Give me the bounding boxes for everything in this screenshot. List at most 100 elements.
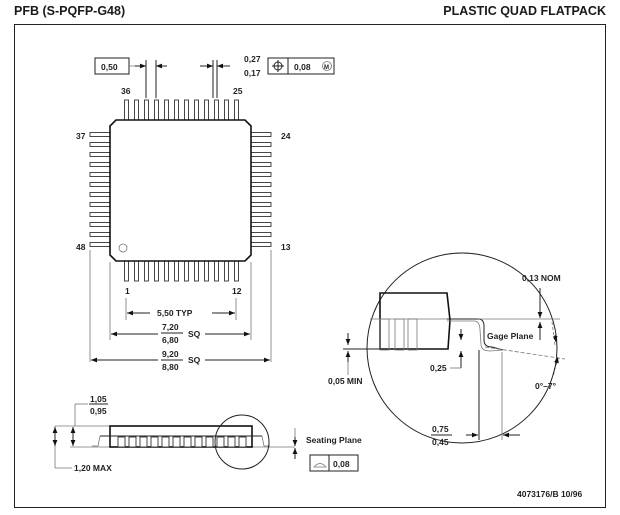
lead-bottom xyxy=(154,260,159,282)
position-tolerance-frame xyxy=(267,57,335,75)
side-lead xyxy=(150,436,159,448)
lead-right xyxy=(250,212,272,217)
lead-width-min: 0,17 xyxy=(244,68,261,78)
overall-dim-suffix: SQ xyxy=(188,355,201,365)
profile-surface-icon xyxy=(313,463,327,468)
lead-top xyxy=(124,99,129,121)
side-lead xyxy=(172,436,181,448)
lead-top xyxy=(194,99,199,121)
lead-right xyxy=(250,132,272,137)
coplanarity-frame xyxy=(309,454,359,472)
pin1-indicator xyxy=(118,243,128,253)
side-lead xyxy=(205,436,214,448)
lead-right xyxy=(250,242,272,247)
pin-label-13: 13 xyxy=(281,242,291,252)
lead-group xyxy=(89,99,272,282)
detail-circle-large xyxy=(366,252,558,444)
overall-dim-max: 9,20 xyxy=(162,349,179,359)
lead-left xyxy=(89,152,111,157)
side-lead xyxy=(161,436,170,448)
lead-left xyxy=(89,192,111,197)
lead-bottom xyxy=(144,260,149,282)
body-height-min: 0,95 xyxy=(90,406,107,416)
side-lead xyxy=(238,436,247,448)
lead-top xyxy=(174,99,179,121)
gage-height-label: 0,25 xyxy=(430,363,447,373)
lead-left xyxy=(89,172,111,177)
lead-left xyxy=(89,212,111,217)
lead-top xyxy=(164,99,169,121)
side-lead xyxy=(117,436,126,448)
lead-bottom xyxy=(164,260,169,282)
lead-top xyxy=(134,99,139,121)
lead-left xyxy=(89,132,111,137)
lead-right xyxy=(250,222,272,227)
package-code-title: PFB (S-PQFP-G48) xyxy=(14,4,126,18)
gage-plane-line xyxy=(484,346,566,360)
side-lead-group xyxy=(117,436,247,448)
lead-right xyxy=(250,232,272,237)
pin-label-24: 24 xyxy=(281,131,291,141)
seating-plane-label: Seating Plane xyxy=(306,435,362,445)
lead-bottom xyxy=(124,260,129,282)
detail-circle-small xyxy=(214,414,270,470)
angle-label: 0°–7° xyxy=(535,381,557,391)
body-dim-suffix: SQ xyxy=(188,329,201,339)
lead-right xyxy=(250,182,272,187)
pin-label-25: 25 xyxy=(233,86,243,96)
lead-right xyxy=(250,192,272,197)
side-lead xyxy=(183,436,192,448)
standoff-label: 0,05 MIN xyxy=(328,376,363,386)
detail-view: Gage Plane 0,13 NOM 0°–7° 0,25 0,05 MIN … xyxy=(328,252,566,447)
lead-left xyxy=(89,222,111,227)
overall-dim-min: 8,80 xyxy=(162,362,179,372)
lead-left xyxy=(89,182,111,187)
pin-label-12: 12 xyxy=(232,286,242,296)
pin-label-48: 48 xyxy=(76,242,86,252)
lead-bottom xyxy=(204,260,209,282)
lead-top xyxy=(214,99,219,121)
top-view: 0,50 0,27 0,17 0,08 M 36 25 37 48 24 13 … xyxy=(76,54,335,372)
package-body xyxy=(109,119,252,262)
lead-bottom xyxy=(214,260,219,282)
lead-right xyxy=(250,162,272,167)
coplanarity-value: 0,08 xyxy=(333,459,350,469)
pin-label-36: 36 xyxy=(121,86,131,96)
lead-left xyxy=(89,142,111,147)
position-symbol-icon xyxy=(272,60,284,72)
angle-arrow-lower xyxy=(552,356,559,376)
body-dim-max: 7,20 xyxy=(162,322,179,332)
package-type-title: PLASTIC QUAD FLATPACK xyxy=(443,4,606,18)
gage-plane-label: Gage Plane xyxy=(487,331,534,341)
side-lead xyxy=(139,436,148,448)
detail-body xyxy=(379,292,451,350)
position-tolerance-value: 0,08 xyxy=(294,62,311,72)
foot-length-min: 0,45 xyxy=(432,437,449,447)
side-lead xyxy=(227,436,236,448)
body-dim-min: 6,80 xyxy=(162,335,179,345)
lead-bottom xyxy=(224,260,229,282)
lead-left xyxy=(89,162,111,167)
lead-top xyxy=(154,99,159,121)
lead-top xyxy=(224,99,229,121)
typ-span-label: 5,50 TYP xyxy=(157,308,193,318)
lead-bottom xyxy=(184,260,189,282)
lead-left xyxy=(89,202,111,207)
lead-right xyxy=(250,152,272,157)
total-height-label: 1,20 MAX xyxy=(74,463,112,473)
lead-bottom xyxy=(134,260,139,282)
document-id: 4073176/B 10/96 xyxy=(517,489,582,499)
lead-top xyxy=(204,99,209,121)
lead-top xyxy=(234,99,239,121)
pin-label-1: 1 xyxy=(125,286,130,296)
lead-bottom xyxy=(234,260,239,282)
body-height-max: 1,05 xyxy=(90,394,107,404)
foot-length-max: 0,75 xyxy=(432,424,449,434)
lead-width-max: 0,27 xyxy=(244,54,261,64)
side-lead xyxy=(128,436,137,448)
lead-left xyxy=(89,242,111,247)
angle-arrow-upper xyxy=(552,334,558,343)
lead-bottom xyxy=(194,260,199,282)
lead-right xyxy=(250,142,272,147)
